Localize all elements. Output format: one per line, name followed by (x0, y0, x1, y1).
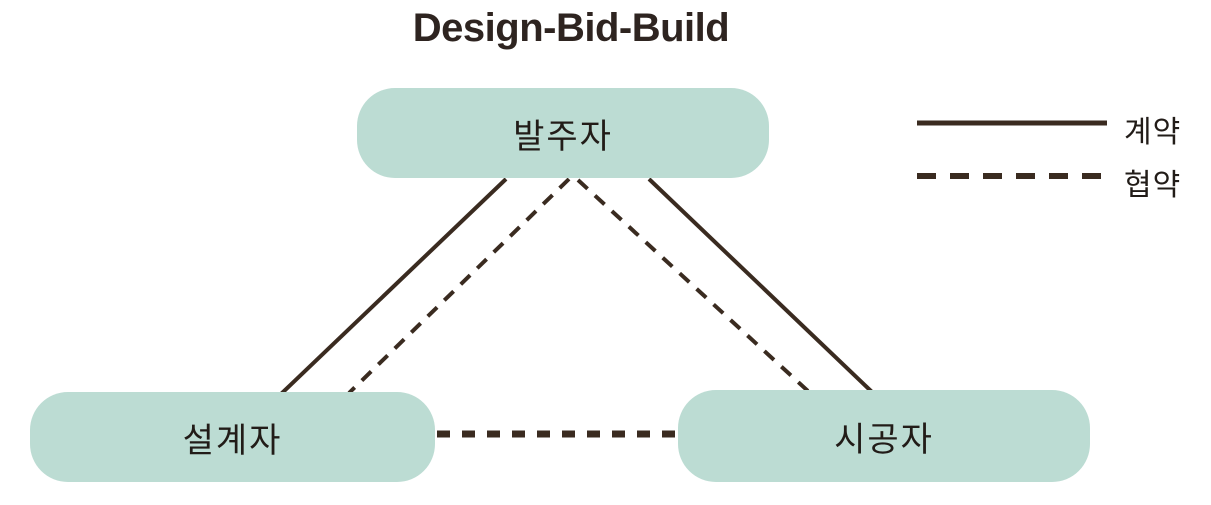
legend-contract-label: 계약 (1124, 116, 1182, 149)
legend-agreement-label: 협약 (1124, 169, 1182, 202)
node-owner-label: 발주자 (513, 117, 613, 156)
edge-owner-contractor-agreement-line (576, 178, 811, 394)
edge-owner-designer-agreement-line (347, 177, 571, 395)
node-owner: 발주자 (357, 88, 769, 178)
edge-owner-contractor-contract-line (647, 177, 874, 394)
node-designer: 설계자 (30, 392, 435, 482)
diagram-title: Design-Bid-Build (412, 6, 730, 50)
node-contractor-label: 시공자 (834, 420, 934, 459)
node-contractor: 시공자 (678, 390, 1090, 482)
node-designer-label: 설계자 (182, 421, 283, 460)
edge-owner-designer-contract-line (279, 177, 508, 396)
